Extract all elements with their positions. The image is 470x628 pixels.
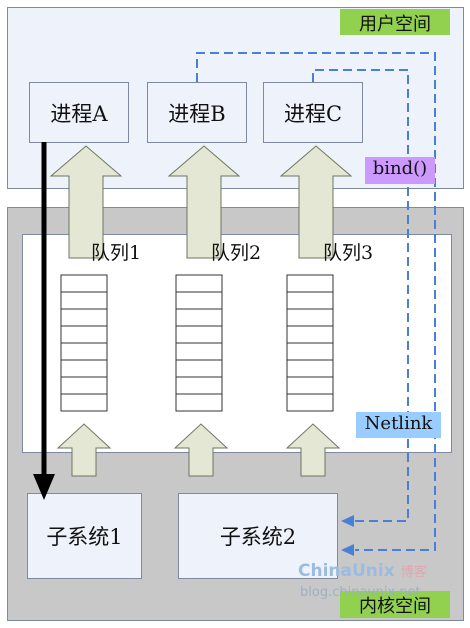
dashed-line-c-to-subsystem-2 [312, 69, 409, 522]
up-arrow-2 [167, 145, 241, 259]
queue-3-slot [286, 274, 334, 293]
queue-1-slot [60, 325, 108, 344]
queue-3-slot [286, 393, 334, 412]
dashed-arrowhead-2 [341, 544, 354, 556]
watermark-brand: ChinaUnix 博客 [298, 561, 427, 581]
queue-1-label: 队列1 [91, 242, 142, 264]
kernel-space-label: 内核空间 [340, 591, 450, 618]
queue-2-slot [175, 291, 223, 310]
queue-1-slot [60, 308, 108, 327]
dashed-arrowhead-1 [341, 515, 354, 527]
queue-2-label: 队列2 [211, 242, 262, 264]
dashed-line-b-to-subsystem-2 [196, 52, 436, 551]
queue-2-slot [175, 325, 223, 344]
queue-2-slot [175, 342, 223, 361]
queue-1-slot [60, 359, 108, 378]
queue-3-slot [286, 308, 334, 327]
watermark-suffix: 博客 [400, 565, 427, 580]
up-arrow-1 [49, 145, 123, 259]
queue-1-slot [60, 393, 108, 412]
user-space-label: 用户空间 [340, 9, 450, 35]
queue-1-slot [60, 291, 108, 310]
queue-3-slot [286, 376, 334, 395]
process-a-box: 进程A [29, 82, 129, 143]
watermark-url: blog.chinaunix.net [300, 585, 421, 600]
queue-3-slot [286, 325, 334, 344]
watermark-brand-text: ChinaUnix [298, 561, 395, 581]
small-up-arrow-2 [173, 423, 229, 477]
process-c-box: 进程C [263, 82, 363, 143]
queue-1-slot [60, 274, 108, 293]
bind-dashed-lines [196, 52, 436, 551]
small-up-arrow-1 [56, 423, 112, 477]
bind-tag: bind() [365, 157, 435, 184]
queue-3-label: 队列3 [323, 242, 374, 264]
queue-2-slot [175, 274, 223, 293]
queue-1-slot [60, 376, 108, 395]
subsystem-2-box: 子系统2 [178, 493, 338, 579]
queue-3-slot [286, 359, 334, 378]
queue-3-slot [286, 342, 334, 361]
queue-2-slot [175, 393, 223, 412]
queue-1-slot [60, 342, 108, 361]
queue-stacks [60, 274, 334, 412]
queue-3-slot [286, 291, 334, 310]
subsystem-1-box: 子系统1 [27, 493, 142, 579]
queue-2-slot [175, 308, 223, 327]
queue-2-slot [175, 359, 223, 378]
up-arrow-3 [279, 145, 353, 259]
netlink-tag: Netlink [356, 412, 441, 438]
small-up-arrow-3 [285, 423, 341, 477]
queue-2-slot [175, 376, 223, 395]
process-a-to-subsystem-1-arrowhead [33, 474, 55, 500]
process-b-box: 进程B [147, 82, 247, 143]
